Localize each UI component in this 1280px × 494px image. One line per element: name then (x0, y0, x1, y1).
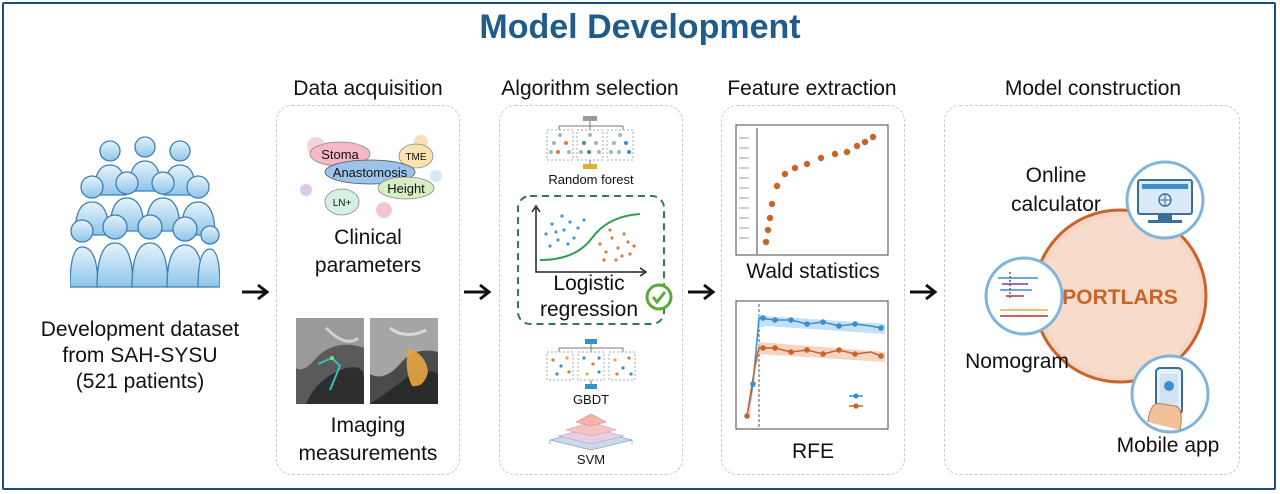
dataset-label-line1: Development dataset (40, 318, 240, 341)
wald-label: Wald statistics (746, 260, 880, 283)
mobile-app-label: Mobile app (1116, 434, 1220, 457)
cloud-word-ln: LN+ (333, 198, 352, 209)
heading-feature-extraction: Feature extraction (727, 77, 897, 100)
arrow-right-icon (688, 283, 716, 301)
clinical-label-line1: Clinical (334, 226, 402, 249)
cloud-word-anastomosis: Anastomosis (333, 165, 408, 180)
nomogram-label: Nomogram (965, 350, 1069, 373)
logistic-label-line1: Logistic (553, 272, 625, 295)
people-group-icon (70, 136, 220, 288)
page-title: Model Development (479, 8, 801, 46)
svm-label: SVM (576, 452, 606, 467)
panel-data-acquisition (276, 105, 460, 475)
panel-model-construction (944, 105, 1240, 475)
cloud-word-tme: TME (405, 152, 426, 163)
random-forest-icon (546, 116, 634, 169)
panel-feature-extraction (721, 105, 905, 475)
dataset-label-line3: (521 patients) (75, 370, 205, 393)
cloud-word-height: Height (387, 181, 425, 196)
portlars-model-diagram: PORTLARS (984, 160, 1210, 434)
logistic-label-line2: regression (539, 298, 639, 321)
dataset-label-line2: from SAH-SYSU (62, 344, 218, 367)
heading-model-construction: Model construction (1004, 77, 1182, 100)
mri-image-1 (296, 318, 364, 404)
gbdt-label: GBDT (572, 392, 610, 407)
random-forest-label: Random forest (548, 172, 634, 187)
cloud-word-stoma: Stoma (321, 147, 359, 162)
gbdt-icon (546, 339, 636, 389)
model-name: PORTLARS (1062, 286, 1178, 309)
heading-algorithm-selection: Algorithm selection (501, 77, 679, 100)
logistic-regression-box (517, 195, 673, 325)
word-cloud: Stoma TME Anastomosis Height LN+ (300, 135, 442, 218)
imaging-label-line2: measurements (298, 442, 438, 465)
arrow-right-icon (242, 283, 270, 301)
svm-icon (549, 413, 633, 451)
mri-image-2 (370, 318, 438, 404)
arrow-right-icon (464, 283, 492, 301)
wald-statistics-plot (735, 124, 889, 256)
online-calculator-line2: calculator (1011, 193, 1101, 216)
arrow-right-icon (910, 283, 938, 301)
heading-data-acquisition: Data acquisition (293, 77, 443, 100)
imaging-label-line1: Imaging (330, 414, 406, 437)
rfe-label: RFE (792, 440, 834, 463)
panel-algorithm-selection (499, 105, 683, 475)
rfe-plot (735, 300, 889, 430)
online-calculator-line1: Online (1025, 164, 1087, 187)
clinical-label-line2: parameters (314, 254, 422, 277)
